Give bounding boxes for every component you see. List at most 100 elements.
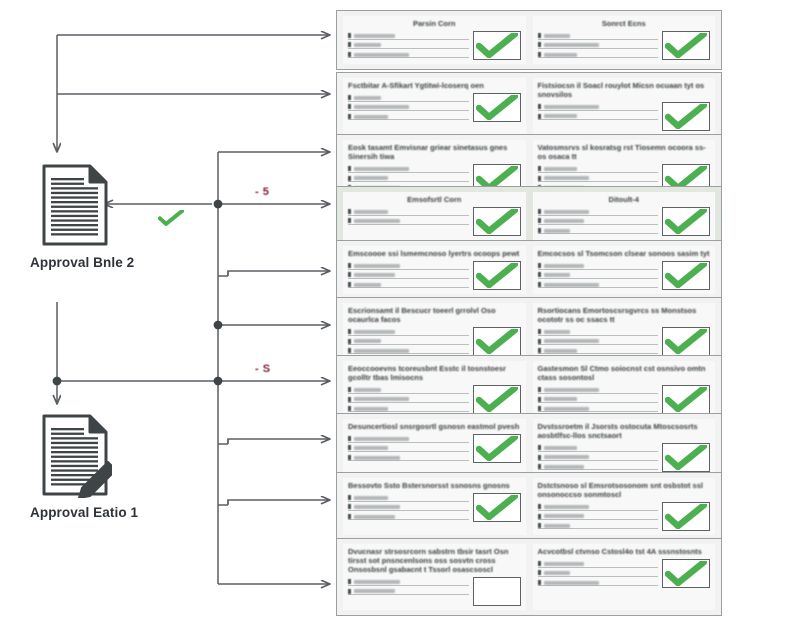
form-field-line[interactable]	[537, 522, 658, 530]
form-field-line[interactable]	[348, 495, 469, 502]
form-panel[interactable]: Bessovto Ssto Bstersnorsst ssnosns gnosn…	[343, 478, 526, 536]
form-card[interactable]: Emscoooe ssi lsmemcnoso lyertrs ocoops p…	[336, 240, 722, 301]
form-field-line[interactable]	[537, 227, 658, 235]
form-panel[interactable]: Eeoccooevns tcoreusbnt Esstc il tosnstoe…	[343, 361, 526, 419]
form-panel[interactable]: Dvucnasr strsosrcorn sabstrn tbsir tasrt…	[343, 544, 526, 611]
form-field-line[interactable]	[537, 281, 658, 289]
form-card[interactable]: Dvucnasr strsosrcorn sabstrn tbsir tasrt…	[336, 538, 722, 617]
checkbox-checked[interactable]	[472, 434, 521, 464]
form-panel[interactable]: Parsin Corn	[343, 16, 526, 65]
form-field-line[interactable]	[348, 95, 469, 102]
form-field-line[interactable]	[348, 338, 469, 346]
checkbox-checked[interactable]	[662, 559, 710, 589]
form-field-line[interactable]	[348, 281, 469, 289]
checkbox-empty[interactable]	[472, 577, 521, 607]
form-field-line[interactable]	[348, 209, 469, 216]
node-approval-rule-2[interactable]: Approval Bnle 2	[30, 162, 134, 270]
form-field-line[interactable]	[348, 513, 469, 521]
form-panel[interactable]: Rsortiocans Emortoscsrsgvrcs ss Monstsos…	[532, 303, 715, 361]
checkbox-checked[interactable]	[472, 31, 521, 61]
checkbox-checked[interactable]	[662, 443, 710, 473]
form-panel[interactable]: Dvstssroetm il Jsorsts ostocuta Mtoscsos…	[532, 419, 715, 477]
form-field-line[interactable]	[537, 561, 658, 568]
form-field-line[interactable]	[537, 405, 658, 413]
form-field-line[interactable]	[348, 329, 469, 336]
form-panel[interactable]: Dstctsnoso sl Emsrotsosonom snt osbstot …	[532, 478, 715, 536]
form-card[interactable]: Desuncertiosl snsrgosrtl gsnosn eastmol …	[336, 413, 722, 483]
form-field-line[interactable]	[348, 445, 469, 452]
form-field-line[interactable]	[537, 463, 658, 471]
form-field-line[interactable]	[537, 579, 658, 587]
checkbox-checked[interactable]	[472, 327, 521, 357]
form-field-line[interactable]	[348, 166, 469, 173]
checkbox-checked[interactable]	[472, 493, 521, 523]
checkbox-checked[interactable]	[472, 261, 521, 291]
form-field-line[interactable]	[348, 272, 469, 279]
form-field-line[interactable]	[537, 329, 658, 336]
checkbox-checked[interactable]	[472, 93, 521, 123]
form-panel[interactable]: Ditoult-4	[532, 192, 715, 241]
checkbox-checked[interactable]	[472, 207, 521, 237]
checkbox-checked[interactable]	[662, 207, 710, 237]
form-panel[interactable]: Emcocsos sl Tsomcson clsear sonoos sasim…	[532, 246, 715, 295]
form-field-line[interactable]	[537, 347, 658, 355]
node-approval-rule-1[interactable]: Approval Eatio 1	[30, 412, 138, 520]
form-field-line[interactable]	[537, 51, 658, 59]
form-field-line[interactable]	[348, 579, 469, 586]
form-field-line[interactable]	[348, 51, 469, 59]
checkbox-checked[interactable]	[662, 327, 710, 357]
form-field-line[interactable]	[348, 396, 469, 404]
form-field-line[interactable]	[537, 504, 658, 511]
form-field-line[interactable]	[537, 454, 658, 462]
form-panel[interactable]: Fsctbitar A-Sfikart Ygtitwi-lcoserq oen	[343, 78, 526, 136]
form-field-line[interactable]	[537, 113, 658, 121]
form-panel[interactable]: Emsofsrtl Corn	[343, 192, 526, 241]
form-field-line[interactable]	[348, 588, 469, 596]
form-field-line[interactable]	[348, 42, 469, 49]
form-field-line[interactable]	[537, 513, 658, 521]
checkbox-checked[interactable]	[662, 261, 710, 291]
form-field-line[interactable]	[537, 218, 658, 225]
form-panel[interactable]: Desuncertiosl snsrgosrtl gsnosn eastmol …	[343, 419, 526, 477]
form-field-line[interactable]	[537, 570, 658, 577]
form-field-line[interactable]	[537, 396, 658, 404]
checkbox-checked[interactable]	[662, 502, 710, 532]
form-field-line[interactable]	[537, 33, 658, 40]
form-field-line[interactable]	[537, 387, 658, 394]
form-field-line[interactable]	[348, 405, 469, 413]
form-field-line[interactable]	[348, 104, 469, 111]
form-field-line[interactable]	[537, 263, 658, 270]
form-field-line[interactable]	[537, 166, 658, 173]
form-card[interactable]: Eeoccooevns tcoreusbnt Esstc il tosnstoe…	[336, 355, 722, 425]
form-field-line[interactable]	[348, 436, 469, 443]
form-card[interactable]: Escrionsamt il Bescucr toeerl grrolvl Os…	[336, 297, 722, 367]
form-field-line[interactable]	[537, 445, 658, 452]
checkbox-checked[interactable]	[662, 102, 710, 132]
checkbox-checked[interactable]	[662, 31, 710, 61]
form-field-line[interactable]	[348, 218, 469, 225]
form-field-line[interactable]	[348, 33, 469, 40]
form-field-line[interactable]	[537, 42, 658, 49]
form-field-line[interactable]	[348, 387, 469, 394]
form-field-line[interactable]	[537, 338, 658, 346]
form-field-line[interactable]	[348, 504, 469, 511]
form-field-line[interactable]	[348, 347, 469, 355]
form-panel[interactable]: Sonrct Ecns	[532, 16, 715, 65]
checkbox-checked[interactable]	[472, 385, 521, 415]
form-field-line[interactable]	[537, 272, 658, 279]
form-field-line[interactable]	[537, 175, 658, 183]
form-field-line[interactable]	[348, 113, 469, 121]
checkbox-checked[interactable]	[662, 385, 710, 415]
form-panel[interactable]: Gastesmon Sl Ctmo soiocnst cst osnsivo o…	[532, 361, 715, 419]
form-field-line[interactable]	[537, 209, 658, 216]
form-field-line[interactable]	[348, 454, 469, 462]
form-field-line[interactable]	[348, 263, 469, 270]
form-panel[interactable]: Acvcotbsl ctvnso Cstosl4o tst 4A sssnsto…	[532, 544, 715, 611]
form-field-line[interactable]	[537, 104, 658, 111]
form-field-line[interactable]	[348, 175, 469, 183]
form-panel[interactable]: Escrionsamt il Bescucr toeerl grrolvl Os…	[343, 303, 526, 361]
form-card[interactable]: Bessovto Ssto Bstersnorsst ssnosns gnosn…	[336, 472, 722, 542]
